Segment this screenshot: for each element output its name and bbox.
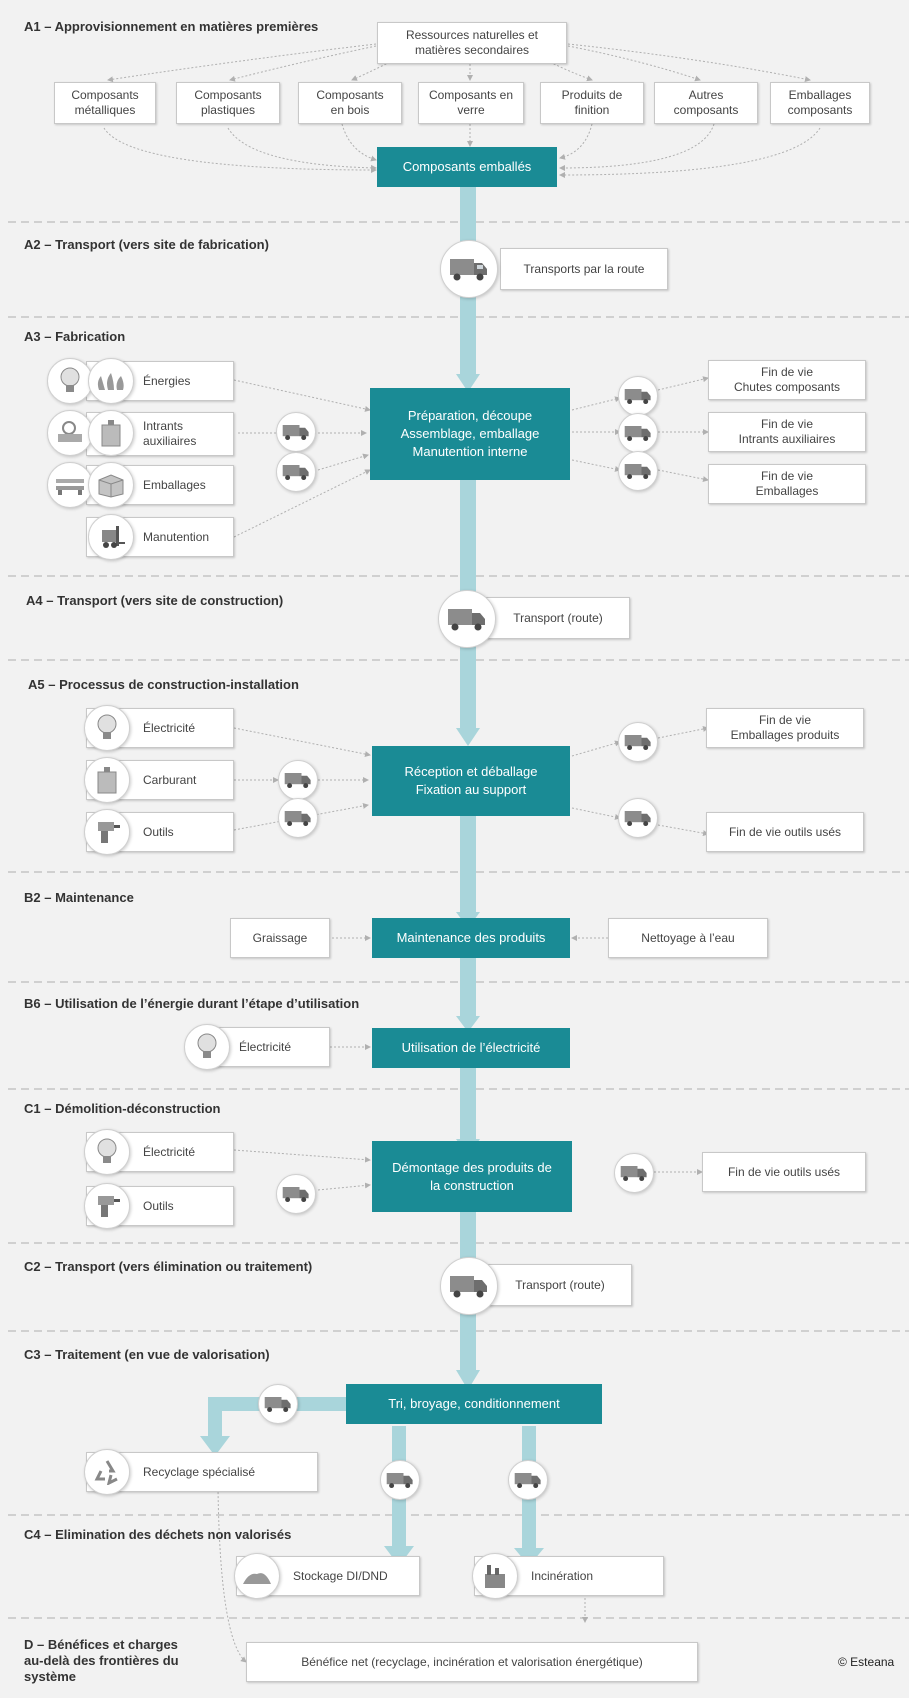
- process-sorting: Tri, broyage, conditionnement: [346, 1384, 602, 1424]
- section-b2-title: B2 – Maintenance: [24, 890, 134, 905]
- dotted-connectors: [103, 43, 821, 1663]
- flame-icon: [88, 358, 134, 404]
- truck-icon: [276, 1174, 316, 1214]
- canister-icon: [88, 410, 134, 456]
- box-icon: [88, 462, 134, 508]
- transport-box: Transport (route): [488, 1264, 632, 1306]
- source-box: Ressources naturelles et matières second…: [377, 22, 567, 64]
- b6-electricity-box: Électricité: [210, 1027, 330, 1067]
- component-box: Produits de finition: [540, 82, 644, 124]
- rubble-icon: [234, 1553, 280, 1599]
- truck-icon: [618, 376, 658, 416]
- valve-icon: [47, 410, 93, 456]
- transport-box: Transport (route): [486, 597, 630, 639]
- process-maintenance: Maintenance des produits: [372, 918, 570, 958]
- process-packaged-components: Composants emballés: [377, 147, 557, 187]
- truck-icon: [440, 1257, 498, 1315]
- section-a3-title: A3 – Fabrication: [24, 329, 126, 344]
- section-a1-title: A1 – Approvisionnement en matières premi…: [24, 19, 319, 34]
- bulb-icon: [84, 1129, 130, 1175]
- component-box: Composants métalliques: [54, 82, 156, 124]
- bulb-icon: [184, 1024, 230, 1070]
- truck-icon: [278, 760, 318, 800]
- a3-output-box: Fin de vie Emballages: [708, 464, 866, 504]
- a3-output-box: Fin de vie Chutes composants: [708, 360, 866, 400]
- drill-icon: [84, 1183, 130, 1229]
- section-b6-title: B6 – Utilisation de l’énergie durant l’é…: [24, 996, 360, 1011]
- truck-icon: [276, 452, 316, 492]
- truck-icon: [618, 798, 658, 838]
- b2-cleaning-box: Nettoyage à l’eau: [608, 918, 768, 958]
- truck-icon: [380, 1460, 420, 1500]
- section-c4-title: C4 – Elimination des déchets non valoris…: [24, 1527, 292, 1542]
- bulb-icon: [47, 358, 93, 404]
- section-a4-title: A4 – Transport (vers site de constructio…: [26, 593, 284, 608]
- truck-icon: [618, 722, 658, 762]
- component-box: Composants plastiques: [176, 82, 280, 124]
- main-flow: [200, 186, 544, 1566]
- process-installation: Réception et déballage Fixation au suppo…: [372, 746, 570, 816]
- process-fabrication: Préparation, découpe Assemblage, emballa…: [370, 388, 570, 480]
- truck-icon: [440, 240, 498, 298]
- a5-output-box: Fin de vie outils usés: [706, 812, 864, 852]
- section-c3-title: C3 – Traitement (en vue de valorisation): [24, 1347, 270, 1362]
- section-c1-title: C1 – Démolition-déconstruction: [24, 1101, 221, 1116]
- benefit-box: Bénéfice net (recyclage, incinération et…: [246, 1642, 698, 1682]
- bulb-icon: [84, 705, 130, 751]
- section-c2-title: C2 – Transport (vers élimination ou trai…: [24, 1259, 313, 1274]
- copyright: © Esteana: [838, 1655, 895, 1669]
- truck-icon: [278, 798, 318, 838]
- pallet-icon: [47, 462, 93, 508]
- c1-output-box: Fin de vie outils usés: [702, 1152, 866, 1192]
- recycle-icon: [84, 1449, 130, 1495]
- truck-icon: [276, 412, 316, 452]
- component-box: Composants en bois: [298, 82, 402, 124]
- a3-output-box: Fin de vie Intrants auxiliaires: [708, 412, 866, 452]
- section-a5-title: A5 – Processus de construction-installat…: [28, 677, 299, 692]
- drill-icon: [84, 809, 130, 855]
- section-d-title: D – Bénéfices et charges au-delà des fro…: [24, 1637, 179, 1684]
- truck-icon: [614, 1153, 654, 1193]
- component-box: Autres composants: [654, 82, 758, 124]
- forklift-icon: [88, 514, 134, 560]
- a5-output-box: Fin de vie Emballages produits: [706, 708, 864, 748]
- truck-icon: [618, 451, 658, 491]
- component-box: Emballages composants: [770, 82, 870, 124]
- process-dismantling: Démontage des produits de la constructio…: [372, 1141, 572, 1212]
- transport-box: Transports par la route: [500, 248, 668, 290]
- truck-icon: [258, 1384, 298, 1424]
- truck-icon: [438, 590, 496, 648]
- factory-icon: [472, 1553, 518, 1599]
- canister-icon: [84, 757, 130, 803]
- b2-greasing-box: Graissage: [230, 918, 330, 958]
- truck-icon: [618, 413, 658, 453]
- section-separators: [8, 221, 909, 1619]
- component-box: Composants en verre: [418, 82, 524, 124]
- truck-icon: [508, 1460, 548, 1500]
- section-a2-title: A2 – Transport (vers site de fabrication…: [24, 237, 269, 252]
- process-electricity-use: Utilisation de l’électricité: [372, 1028, 570, 1068]
